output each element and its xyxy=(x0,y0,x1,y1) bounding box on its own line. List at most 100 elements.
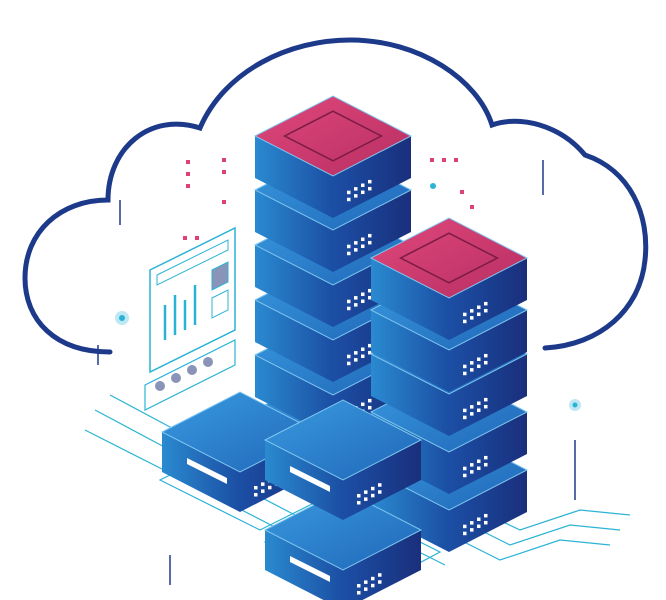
led-indicator xyxy=(354,351,358,355)
server-unit-top xyxy=(253,95,413,218)
led-indicator xyxy=(354,194,358,198)
led-indicator xyxy=(484,455,488,460)
led-indicator xyxy=(357,494,361,498)
led-indicator xyxy=(463,531,467,536)
led-indicator xyxy=(368,179,372,184)
led-indicator xyxy=(347,197,351,202)
server-stack-icon xyxy=(160,95,529,600)
led-indicator xyxy=(463,312,467,317)
led-indicator xyxy=(463,319,467,324)
led-indicator xyxy=(378,490,382,494)
led-indicator xyxy=(477,357,481,362)
led-indicator xyxy=(368,186,372,191)
led-indicator xyxy=(463,473,467,478)
led-indicator xyxy=(364,580,368,584)
led-indicator xyxy=(368,233,372,238)
led-indicator xyxy=(368,398,372,403)
led-indicator xyxy=(484,353,488,358)
led-indicator xyxy=(463,415,467,420)
led-indicator xyxy=(361,190,365,195)
led-indicator xyxy=(268,485,272,490)
accent-dots xyxy=(183,158,474,240)
drive-slot xyxy=(187,458,227,484)
led-indicator xyxy=(484,513,488,518)
led-indicator xyxy=(368,240,372,245)
led-indicator xyxy=(470,463,474,467)
led-indicator xyxy=(368,343,372,348)
server-unit-front xyxy=(263,399,423,520)
led-indicator xyxy=(361,292,365,297)
led-indicator xyxy=(361,237,365,242)
led-indicator xyxy=(357,591,361,595)
led-indicator xyxy=(364,587,368,591)
led-indicator xyxy=(477,401,481,406)
led-indicator xyxy=(254,486,258,490)
led-indicator xyxy=(463,371,467,376)
led-indicator xyxy=(361,183,365,188)
led-indicator xyxy=(463,364,467,369)
led-indicator xyxy=(354,241,358,245)
led-indicator xyxy=(463,524,467,529)
led-indicator xyxy=(484,404,488,409)
led-indicator xyxy=(254,493,258,497)
led-indicator xyxy=(354,303,358,307)
led-indicator xyxy=(357,501,361,505)
led-indicator xyxy=(361,402,365,407)
led-indicator xyxy=(463,466,467,471)
drive-slot xyxy=(290,556,330,582)
led-indicator xyxy=(484,397,488,402)
led-indicator xyxy=(484,462,488,467)
led-indicator xyxy=(368,295,372,300)
led-indicator xyxy=(477,408,481,413)
led-indicator xyxy=(484,520,488,525)
led-indicator xyxy=(470,309,474,313)
led-indicator xyxy=(347,361,351,366)
led-indicator xyxy=(371,486,375,491)
led-indicator xyxy=(368,350,372,355)
drive-slot xyxy=(290,466,330,492)
led-indicator xyxy=(357,584,361,588)
led-indicator xyxy=(378,483,382,487)
led-indicator xyxy=(484,301,488,306)
led-indicator xyxy=(364,490,368,494)
led-indicator xyxy=(470,412,474,416)
led-indicator xyxy=(361,244,365,249)
led-indicator xyxy=(463,408,467,413)
led-indicator xyxy=(477,459,481,464)
led-indicator xyxy=(477,312,481,317)
led-indicator xyxy=(484,308,488,313)
server-unit-top xyxy=(369,217,529,340)
led-indicator xyxy=(347,190,351,195)
led-indicator xyxy=(371,493,375,498)
led-indicator xyxy=(354,187,358,191)
led-indicator xyxy=(477,524,481,529)
led-indicator xyxy=(378,580,382,584)
led-indicator xyxy=(261,489,265,493)
accent-lines xyxy=(97,160,576,585)
led-indicator xyxy=(470,528,474,532)
led-indicator xyxy=(371,583,375,588)
led-indicator xyxy=(347,251,351,256)
led-indicator xyxy=(470,316,474,320)
led-indicator xyxy=(347,354,351,359)
led-indicator xyxy=(470,470,474,474)
led-indicator xyxy=(347,244,351,249)
dashboard-panel-icon xyxy=(144,226,236,411)
led-indicator xyxy=(477,364,481,369)
led-indicator xyxy=(378,573,382,577)
led-indicator xyxy=(477,466,481,471)
led-indicator xyxy=(371,576,375,581)
led-indicator xyxy=(470,405,474,409)
server-unit-front xyxy=(263,489,423,600)
led-indicator xyxy=(347,306,351,311)
led-indicator xyxy=(361,347,365,352)
led-indicator xyxy=(470,521,474,525)
led-indicator xyxy=(364,497,368,501)
led-indicator xyxy=(368,288,372,293)
led-indicator xyxy=(484,360,488,365)
led-indicator xyxy=(347,299,351,304)
led-indicator xyxy=(470,368,474,372)
led-indicator xyxy=(354,358,358,362)
led-indicator xyxy=(368,405,372,410)
